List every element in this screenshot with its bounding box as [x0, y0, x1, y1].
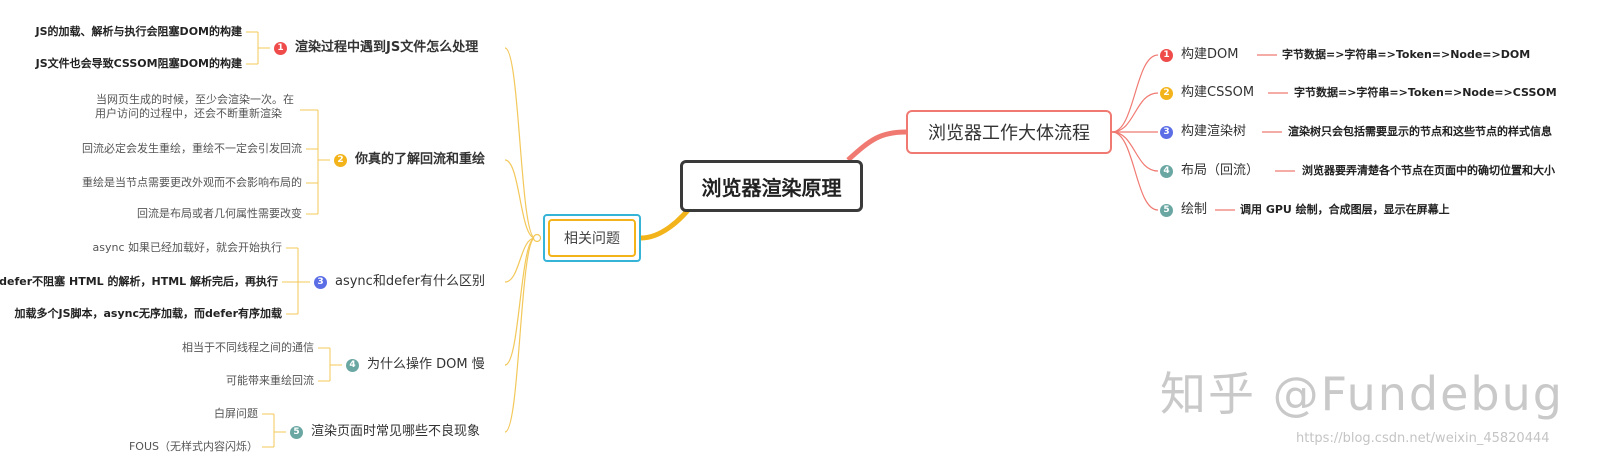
right-step-2-desc: 字节数据=>字符串=>Token=>Node=>CSSOM: [1294, 86, 1557, 99]
leaf-4-2[interactable]: 可能带来重绘回流: [226, 374, 314, 387]
right-step-label: 布局（回流）: [1181, 163, 1260, 178]
number-badge-icon: 1: [274, 42, 287, 55]
leaf-bracket-lines: [246, 31, 342, 448]
right-step-label: 构建CSSOM: [1181, 85, 1255, 100]
right-step-2[interactable]: 2 构建CSSOM: [1160, 86, 1254, 100]
number-badge-icon: 5: [290, 426, 303, 439]
left-topic-label: 渲染页面时常见哪些不良现象: [311, 424, 481, 439]
left-topic-label: async和defer有什么区别: [335, 274, 485, 289]
leaf-1-1[interactable]: JS的加载、解析与执行会阻塞DOM的构建: [35, 25, 242, 38]
left-topic-1[interactable]: 1 渲染过程中遇到JS文件怎么处理: [274, 41, 478, 55]
left-topic-label: 渲染过程中遇到JS文件怎么处理: [295, 40, 479, 55]
leaf-3-1[interactable]: async 如果已经加载好，就会开始执行: [92, 241, 283, 254]
leaf-2-1-line2[interactable]: 用户访问的过程中，还会不断重新渲染: [95, 107, 282, 120]
right-step-label: 构建渲染树: [1181, 124, 1247, 139]
left-topic-4[interactable]: 4 为什么操作 DOM 慢: [346, 358, 485, 372]
number-badge-icon: 1: [1160, 49, 1173, 62]
leaf-4-1[interactable]: 相当于不同线程之间的通信: [182, 341, 314, 354]
leaf-3-3[interactable]: 加载多个JS脚本，async无序加载，而defer有序加载: [14, 307, 282, 320]
right-main-node[interactable]: 浏览器工作大体流程: [906, 110, 1112, 154]
leaf-1-2[interactable]: JS文件也会导致CSSOM阻塞DOM的构建: [35, 57, 242, 70]
left-topic-2[interactable]: 2 你真的了解回流和重绘: [334, 153, 485, 167]
leaf-2-4[interactable]: 回流是布局或者几何属性需要改变: [137, 207, 302, 220]
left-topic-3[interactable]: 3 async和defer有什么区别: [314, 275, 485, 289]
right-step-4[interactable]: 4 布局（回流）: [1160, 164, 1259, 178]
right-branch-lines: [1111, 54, 1295, 211]
number-badge-icon: 3: [314, 276, 327, 289]
left-topic-label: 为什么操作 DOM 慢: [367, 357, 485, 372]
source-url: https://blog.csdn.net/weixin_45820444: [1296, 431, 1550, 446]
number-badge-icon: 2: [334, 154, 347, 167]
watermark: 知乎 @Fundebug: [1160, 367, 1564, 421]
number-badge-icon: 4: [1160, 165, 1173, 178]
right-step-label: 构建DOM: [1181, 47, 1239, 62]
leaf-5-2[interactable]: FOUS（无样式内容闪烁）: [128, 440, 258, 453]
left-topic-label: 你真的了解回流和重绘: [355, 152, 486, 167]
left-main-selection-frame: [543, 214, 641, 262]
left-main-node[interactable]: 相关问题: [548, 219, 636, 257]
right-step-3-desc: 渲染树只会包括需要显示的节点和这些节点的样式信息: [1288, 125, 1552, 138]
leaf-2-2[interactable]: 回流必定会发生重绘，重绘不一定会引发回流: [82, 142, 302, 155]
leaf-2-1-line1[interactable]: 当网页生成的时候，至少会渲染一次。在: [96, 93, 294, 106]
connector-central-right: [846, 129, 907, 162]
number-badge-icon: 5: [1160, 204, 1173, 217]
right-step-5-desc: 调用 GPU 绘制，合成图层，显示在屏幕上: [1240, 203, 1450, 216]
leaf-3-2[interactable]: defer不阻塞 HTML 的解析，HTML 解析完后，再执行: [0, 275, 278, 288]
number-badge-icon: 4: [346, 359, 359, 372]
left-collapse-dot: [532, 233, 542, 243]
right-step-5[interactable]: 5 绘制: [1160, 203, 1207, 217]
central-node[interactable]: 浏览器渲染原理: [680, 160, 863, 212]
right-step-4-desc: 浏览器要弄清楚各个节点在页面中的确切位置和大小: [1302, 164, 1555, 177]
right-step-1-desc: 字节数据=>字符串=>Token=>Node=>DOM: [1282, 48, 1531, 61]
left-topic-5[interactable]: 5 渲染页面时常见哪些不良现象: [290, 425, 480, 439]
left-branch-lines: [504, 47, 536, 433]
leaf-2-3[interactable]: 重绘是当节点需要更改外观而不会影响布局的: [82, 176, 302, 189]
number-badge-icon: 2: [1160, 87, 1173, 100]
leaf-5-1[interactable]: 白屏问题: [214, 407, 258, 420]
number-badge-icon: 3: [1160, 126, 1173, 139]
right-step-1[interactable]: 1 构建DOM: [1160, 48, 1238, 62]
right-step-3[interactable]: 3 构建渲染树: [1160, 125, 1246, 139]
right-step-label: 绘制: [1181, 202, 1208, 217]
